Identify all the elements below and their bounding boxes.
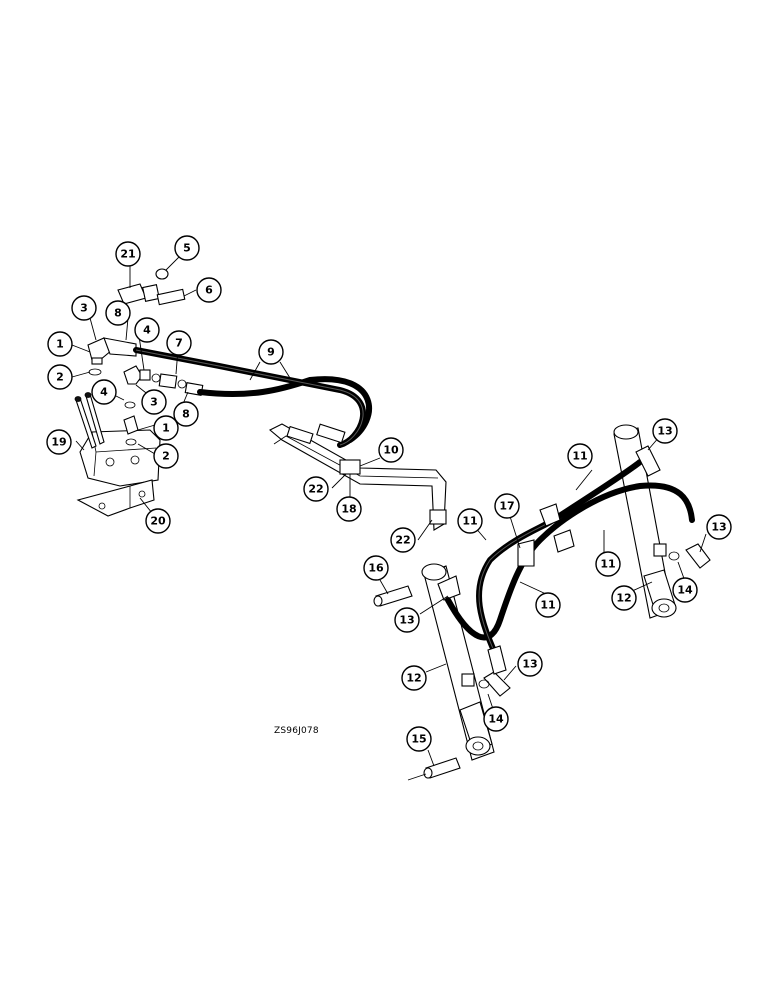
svg-text:21: 21 <box>120 248 135 261</box>
svg-text:2: 2 <box>56 371 64 384</box>
svg-text:11: 11 <box>600 558 615 571</box>
callout-2: 2 <box>153 443 179 469</box>
callout-22: 22 <box>303 476 329 502</box>
quick-coupler <box>117 268 186 306</box>
cylinder-fittings <box>478 445 711 697</box>
pivot-pin-lower <box>407 757 461 781</box>
svg-text:3: 3 <box>150 396 158 409</box>
svg-text:9: 9 <box>267 346 275 359</box>
callout-13: 13 <box>394 607 420 633</box>
left-cylinder <box>421 563 495 761</box>
callout-2: 2 <box>47 364 73 390</box>
callout-21: 21 <box>115 241 141 267</box>
svg-text:22: 22 <box>308 483 323 496</box>
leader-lines <box>71 255 707 767</box>
svg-text:8: 8 <box>114 307 122 320</box>
callout-15: 15 <box>406 726 432 752</box>
svg-text:12: 12 <box>616 592 631 605</box>
control-levers <box>74 392 105 449</box>
svg-text:17: 17 <box>499 500 514 513</box>
svg-text:15: 15 <box>411 733 426 746</box>
svg-text:13: 13 <box>657 425 672 438</box>
callout-4: 4 <box>134 317 160 343</box>
callout-19: 19 <box>46 429 72 455</box>
callout-13: 13 <box>652 418 678 444</box>
svg-text:13: 13 <box>711 521 726 534</box>
svg-text:3: 3 <box>80 302 88 315</box>
callout-13: 13 <box>706 514 732 540</box>
svg-text:1: 1 <box>162 422 170 435</box>
callout-14: 14 <box>672 577 698 603</box>
svg-text:10: 10 <box>383 444 399 457</box>
callout-5: 5 <box>174 235 200 261</box>
svg-text:11: 11 <box>540 599 555 612</box>
callout-3: 3 <box>141 389 167 415</box>
elbow-fitting-upper <box>87 337 137 365</box>
tube-clamp-lower <box>429 509 447 525</box>
callout-3: 3 <box>71 295 97 321</box>
tube-clamp <box>339 459 361 475</box>
svg-text:18: 18 <box>341 503 356 516</box>
callout-4: 4 <box>91 379 117 405</box>
callout-17: 17 <box>494 493 520 519</box>
callout-11: 11 <box>595 551 621 577</box>
callout-18: 18 <box>336 496 362 522</box>
right-cylinder <box>613 424 677 619</box>
svg-text:13: 13 <box>522 658 537 671</box>
callout-20: 20 <box>145 508 171 534</box>
callout-1: 1 <box>47 331 73 357</box>
callout-12: 12 <box>611 585 637 611</box>
callout-16: 16 <box>363 555 389 581</box>
svg-text:2: 2 <box>162 450 170 463</box>
pivot-pin-upper <box>373 585 413 607</box>
mounting-bracket <box>76 479 155 517</box>
callout-22: 22 <box>390 527 416 553</box>
callout-13: 13 <box>517 651 543 677</box>
svg-text:6: 6 <box>205 284 213 297</box>
svg-text:14: 14 <box>488 713 504 726</box>
svg-text:16: 16 <box>368 562 384 575</box>
callout-6: 6 <box>196 277 222 303</box>
svg-text:4: 4 <box>143 324 151 337</box>
callout-10: 10 <box>378 437 404 463</box>
svg-text:12: 12 <box>406 672 421 685</box>
svg-text:22: 22 <box>395 534 410 547</box>
svg-text:11: 11 <box>462 515 477 528</box>
drawing-code: ZS96J078 <box>274 726 319 736</box>
callout-11: 11 <box>535 592 561 618</box>
callout-12: 12 <box>401 665 427 691</box>
callout-9: 9 <box>258 339 284 365</box>
svg-text:14: 14 <box>677 584 693 597</box>
hoses-upper <box>133 347 373 448</box>
svg-text:4: 4 <box>100 386 108 399</box>
callout-7: 7 <box>166 330 192 356</box>
svg-text:5: 5 <box>183 242 191 255</box>
svg-text:11: 11 <box>572 450 587 463</box>
callout-11: 11 <box>457 508 483 534</box>
callout-8: 8 <box>173 401 199 427</box>
svg-text:19: 19 <box>51 436 66 449</box>
svg-text:1: 1 <box>56 338 64 351</box>
steel-tubes <box>269 423 447 531</box>
callout-8: 8 <box>105 300 131 326</box>
callout-11: 11 <box>567 443 593 469</box>
callout-1: 1 <box>153 415 179 441</box>
svg-text:7: 7 <box>175 337 183 350</box>
svg-text:20: 20 <box>150 515 166 528</box>
o-ring-upper <box>88 368 102 376</box>
callout-14: 14 <box>483 706 509 732</box>
svg-text:8: 8 <box>182 408 190 421</box>
hoses-lower <box>445 459 695 663</box>
elbow-fitting-lower <box>123 365 143 446</box>
svg-text:13: 13 <box>399 614 414 627</box>
